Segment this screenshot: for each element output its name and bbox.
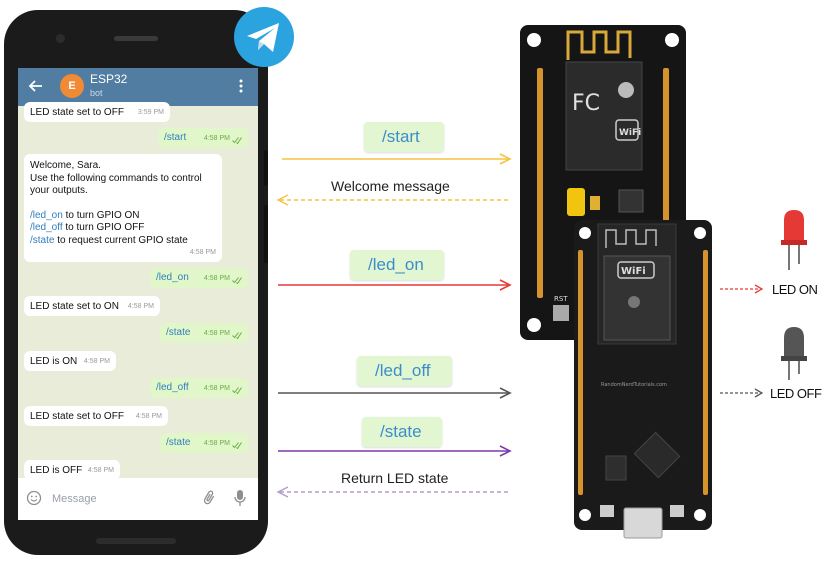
board1-wifi-text: WiFi xyxy=(619,128,641,138)
label-led-on: LED ON xyxy=(772,282,818,297)
board1-rst-label: RST xyxy=(554,295,568,303)
command-line: /led_off to turn GPIO OFF xyxy=(30,222,216,235)
phone-speaker xyxy=(114,36,158,41)
svg-text:FC: FC xyxy=(572,91,600,116)
message-list: LED state set to OFF 3:59 PM /start 4:58… xyxy=(18,102,258,480)
board2-wifi-text: WiFi xyxy=(621,266,646,277)
message-text: Welcome, Sara. Use the following command… xyxy=(30,160,202,196)
message-time: 4:58 PM xyxy=(203,439,230,447)
command-link[interactable]: /led_off xyxy=(30,222,63,233)
telegram-logo-icon xyxy=(234,7,294,67)
chat-subtitle: bot xyxy=(90,88,103,98)
message-text: LED is OFF xyxy=(30,465,83,476)
message-text: LED state set to OFF xyxy=(30,411,124,422)
command-link[interactable]: /state xyxy=(30,234,55,246)
arrow-welcome-head xyxy=(276,194,289,206)
message-time: 4:58 PM xyxy=(203,134,230,142)
message-bubble-outgoing: /state 4:58 PM xyxy=(160,323,248,343)
command-description: to request current GPIO state xyxy=(54,234,188,246)
label-cmd-start: /start xyxy=(364,122,444,152)
label-cmd-state: /state xyxy=(362,417,442,447)
double-check-icon xyxy=(232,277,242,284)
message-bubble-incoming: LED is OFF 4:58 PM xyxy=(24,460,120,480)
esp-boards: FC WiFi RST WiFi RandomNerdTuto xyxy=(520,25,712,539)
message-time: 4:58 PM xyxy=(203,329,230,337)
home-indicator xyxy=(96,538,176,544)
message-time: 4:58 PM xyxy=(189,248,216,256)
avatar[interactable]: E xyxy=(60,74,84,98)
message-input-bar: Message xyxy=(18,478,258,520)
message-bubble-outgoing: /state 4:58 PM xyxy=(160,433,248,453)
message-time: 4:58 PM xyxy=(127,302,154,310)
back-arrow-icon[interactable] xyxy=(28,78,44,94)
double-check-icon xyxy=(232,387,242,394)
message-bubble-outgoing: /start 4:58 PM xyxy=(158,128,248,148)
double-check-icon xyxy=(232,332,242,339)
message-bubble-incoming: Welcome, Sara. Use the following command… xyxy=(24,154,222,262)
message-bubble-outgoing: /led_on 4:58 PM xyxy=(150,268,248,288)
telegram-screen: E ESP32 bot LED state set to OFF 3:59 PM… xyxy=(18,68,258,520)
message-bubble-incoming: LED state set to OFF 4:58 PM xyxy=(24,406,168,426)
message-bubble-outgoing: /led_off 4:58 PM xyxy=(150,378,248,398)
message-text: /state xyxy=(166,437,191,448)
emoji-icon[interactable] xyxy=(26,490,42,506)
message-time: 4:58 PM xyxy=(83,357,110,365)
arrow-led-on-head xyxy=(499,279,512,291)
message-text: LED state set to ON xyxy=(30,301,119,312)
message-text: /state xyxy=(166,327,191,338)
message-text: LED is ON xyxy=(30,356,78,367)
label-return-state: Return LED state xyxy=(341,470,449,486)
phone-side-button xyxy=(264,205,268,263)
chat-title: ESP32 xyxy=(90,72,128,86)
message-time: 4:58 PM xyxy=(203,384,230,392)
message-input[interactable]: Message xyxy=(52,493,97,505)
chat-header: E ESP32 bot xyxy=(18,68,258,106)
message-bubble-incoming: LED state set to ON 4:58 PM xyxy=(24,296,160,316)
message-time: 4:58 PM xyxy=(135,412,162,420)
label-cmd-led-off: /led_off xyxy=(357,356,452,386)
arrow-to-led-off-head xyxy=(754,388,764,398)
message-text: LED state set to OFF xyxy=(30,107,124,118)
message-text: /led_off xyxy=(156,382,189,393)
label-cmd-led-on: /led_on xyxy=(350,250,444,280)
double-check-icon xyxy=(232,137,242,144)
message-text: /start xyxy=(164,132,187,143)
message-time: 4:58 PM xyxy=(87,466,114,474)
phone-side-button xyxy=(264,150,268,186)
arrow-return-state-head xyxy=(276,486,289,498)
front-camera xyxy=(56,34,65,43)
message-text: /led_on xyxy=(156,272,189,283)
command-line: /state to request current GPIO state xyxy=(30,235,216,248)
microphone-icon[interactable] xyxy=(234,489,246,507)
double-check-icon xyxy=(232,442,242,449)
command-link[interactable]: /led_on xyxy=(30,209,63,221)
board2-site-text: RandomNerdTutorials.com xyxy=(601,382,667,388)
label-welcome-message: Welcome message xyxy=(331,178,450,194)
paperclip-icon[interactable] xyxy=(202,489,216,507)
more-vertical-icon[interactable] xyxy=(238,78,244,94)
message-time: 4:58 PM xyxy=(203,274,230,282)
led-red-icon xyxy=(781,210,807,270)
command-description: to turn GPIO ON xyxy=(62,209,140,221)
arrow-state-head xyxy=(499,445,512,457)
arrow-led-off-head xyxy=(499,387,512,399)
command-line: /led_on to turn GPIO ON xyxy=(30,210,216,223)
label-led-off: LED OFF xyxy=(770,386,822,401)
arrow-to-led-on-head xyxy=(754,284,764,294)
message-bubble-incoming: LED is ON 4:58 PM xyxy=(24,351,116,371)
led-grey-icon xyxy=(781,327,807,380)
command-description: to turn GPIO OFF xyxy=(62,222,145,233)
arrow-start-head xyxy=(499,153,512,165)
message-bubble-incoming: LED state set to OFF 3:59 PM xyxy=(24,102,170,122)
esp32-board: WiFi RandomNerdTutorials.com xyxy=(574,220,712,539)
message-time: 3:59 PM xyxy=(137,108,164,116)
